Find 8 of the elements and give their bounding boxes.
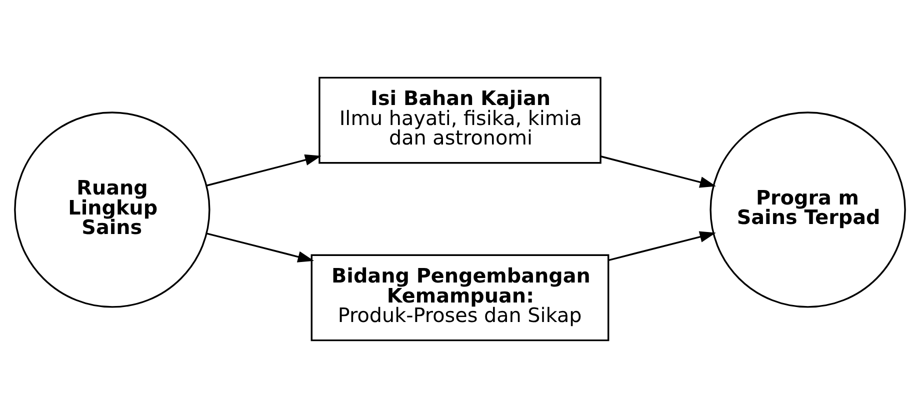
arrow: [206, 154, 322, 186]
arrow: [206, 232, 314, 262]
arrow: [600, 155, 716, 188]
arrow: [608, 230, 716, 260]
node-circle: Progra m Sains Terpad: [710, 111, 906, 308]
node-box: Bidang Pengembangan Kemampuan: Produk-Proses dan Sikap: [310, 254, 610, 341]
node-circle: Ruang Lingkup Sains: [14, 111, 210, 308]
node-box: Isi Bahan Kajian Ilmu hayati, fisika, kimia dan astronomi: [318, 76, 602, 164]
